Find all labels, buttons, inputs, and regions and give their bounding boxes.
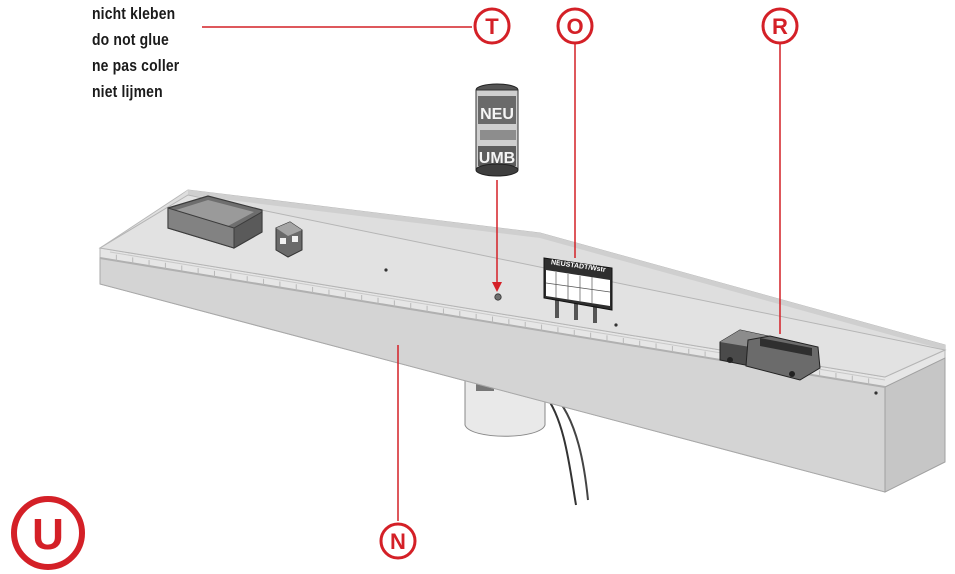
- column-poster-text-bottom: UMB: [479, 150, 515, 167]
- note-line-nl: niet lijmen: [92, 82, 163, 101]
- section-u-marker: [11, 496, 85, 570]
- callout-o-label: O: [566, 14, 583, 39]
- platform-mount-holes: [384, 268, 878, 395]
- callout-r-marker: [761, 7, 799, 45]
- electrical-box: [275, 221, 303, 258]
- callout-t-label: T: [485, 14, 499, 39]
- note-line-fr: ne pas coller: [92, 56, 180, 75]
- callout-r-label: R: [772, 14, 788, 39]
- column-poster-text-top: NEU: [480, 106, 514, 123]
- note-line-de: nicht kleben: [92, 4, 176, 23]
- platform-base: [98, 189, 947, 493]
- section-u-label: U: [32, 510, 64, 559]
- advertising-column: [475, 83, 519, 177]
- platform-edge-tiles: [115, 254, 870, 385]
- callout-leaders: [202, 26, 781, 521]
- baggage-cart-group: [719, 329, 821, 381]
- callout-n-label: N: [390, 529, 406, 554]
- callout-n-marker: [379, 522, 417, 560]
- departure-board: [543, 257, 613, 323]
- note-line-en: do not glue: [92, 30, 169, 49]
- planter-box: [167, 195, 263, 249]
- placement-arrow: [492, 180, 502, 301]
- callout-t-marker: [473, 7, 511, 45]
- callout-o-marker: [556, 7, 594, 45]
